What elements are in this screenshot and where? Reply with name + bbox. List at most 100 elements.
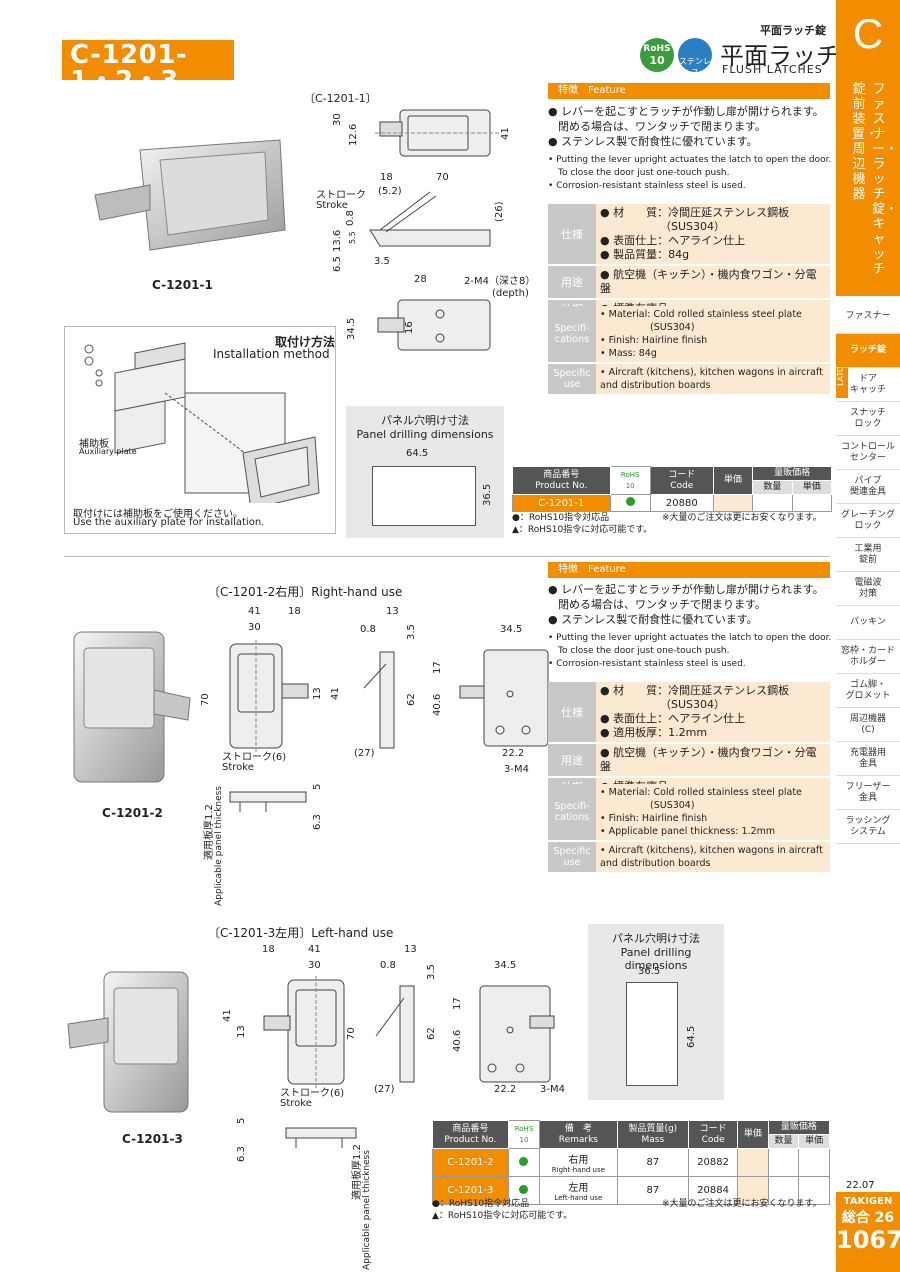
s2-feature-en-2: • Corrosion-resistant stainless steel is… <box>548 659 746 669</box>
sidebar-item[interactable]: パイプ 関連金具 <box>836 470 900 504</box>
s1-feature-jp-2: ● ステンレス製で耐食性に優れています。 <box>548 135 758 148</box>
s3-th-rohs: RoHS 10 <box>507 1120 541 1149</box>
s1-title: 〔C-1201-1〕 <box>304 92 377 105</box>
sidebar-item[interactable]: グレーチング ロック <box>836 504 900 538</box>
s2-use-v: ● 航空機（キッチン）・機内食ワゴン・分電盤 <box>596 743 830 778</box>
s2-spec-en-h: Specifi-cations <box>548 784 596 842</box>
footer-brand: TAKIGEN <box>843 1196 893 1207</box>
rohs-badge: RoHS 10 <box>640 38 674 72</box>
s3-row2-price <box>737 1176 769 1205</box>
s1-th-unit: 単価 <box>791 480 833 495</box>
s3-dim-34-5: 34.5 <box>494 960 517 971</box>
s2-title: 〔C-1201-2右用〕Right-hand use <box>208 585 403 599</box>
s3-dim-40-6: 40.6 <box>452 1029 463 1052</box>
s2-dim-41: 41 <box>248 606 261 617</box>
s3-row1-unit <box>798 1148 830 1177</box>
sidebar-item[interactable]: ラッシング システム <box>836 810 900 844</box>
s2-dim-5: 5 <box>312 783 323 790</box>
s1-feature-jp-1: ● レバーを起こすとラッチが作動し扉が開けられます。閉める場合は、ワンタッチで閉… <box>548 105 824 133</box>
s2-stroke-jp: ストローク(6) <box>222 752 287 763</box>
s3-row1-qty <box>767 1148 800 1177</box>
s1-technical-drawing <box>369 109 500 351</box>
s1-drill-title-en: Panel drilling dimensions <box>356 428 494 441</box>
s1-note-bulk: ※大量のご注文は更にお安くなります。 <box>662 513 822 523</box>
s3-drilling-box: パネル穴明け寸法 Panel drilling dimensions 36.5 … <box>588 924 724 1100</box>
sidebar-item[interactable]: 充電器用 金具 <box>836 742 900 776</box>
rohs-dot-icon <box>519 1184 529 1194</box>
s1-th-qty: 数量 <box>752 480 793 495</box>
s3-row1-price <box>737 1148 769 1177</box>
s3-technical-drawing <box>263 976 555 1088</box>
sidebar-item[interactable]: 電磁波 対策 <box>836 572 900 606</box>
s3-row2-qty <box>767 1176 800 1205</box>
sidebar-item[interactable]: パッキン <box>836 606 900 640</box>
s1-product-table: 商品番号 Product No. RoHS 10 コード Code 単価 量販価… <box>512 466 833 512</box>
s2-spec-h: 仕様 <box>548 682 596 744</box>
sidebar-col-1: ファスナー・ラッチ錠・キャッチ <box>872 82 899 277</box>
sidebar-item[interactable]: 工業用 錠前 <box>836 538 900 572</box>
s2-dim-3-5: 3.5 <box>406 624 417 640</box>
s3-row2-product: C-1201-3 <box>432 1176 509 1205</box>
s2-dim-30: 30 <box>248 622 261 633</box>
sidebar-item[interactable]: ファスナー <box>836 300 900 334</box>
s1-row-code: 20880 <box>649 494 714 512</box>
s1-m4: 2-M4（深さ8） <box>464 276 536 287</box>
sidebar-item[interactable]: 周辺機器 (C) <box>836 708 900 742</box>
s2-use-h: 用途 <box>548 743 596 778</box>
product-photo-c1201-3 <box>67 971 189 1113</box>
s1-spec-v: ● 材 質：冷間圧延ステンレス鋼板 （SUS304） ● 表面仕上：ヘアライン仕… <box>596 204 830 266</box>
s2-technical-drawing <box>229 640 549 812</box>
s3-drill-title-en: Panel drilling dimensions <box>620 946 692 972</box>
sidebar-item[interactable]: フリーザー 金具 <box>836 776 900 810</box>
sidebar-item[interactable]: ゴム脚・ グロメット <box>836 674 900 708</box>
stainless-badge: ステンレス <box>678 38 712 77</box>
sidebar-item[interactable]: 窓枠・カード ホルダー <box>836 640 900 674</box>
sidebar-item[interactable]: ドア キャッチ <box>836 368 900 402</box>
s3-row1-mass: 87 <box>616 1148 690 1177</box>
s1-dim-5-5: 5.5 <box>348 231 357 244</box>
sidebar-item[interactable]: スナッチ ロック <box>836 402 900 436</box>
page-number: 1067 <box>836 1226 900 1254</box>
install-title-en: Installation method <box>213 347 330 361</box>
s1-row-price <box>712 494 754 512</box>
category-small: 平面ラッチ錠 <box>760 24 826 37</box>
s2-spec-v: ● 材 質：冷間圧延ステンレス鋼板 （SUS304） ● 表面仕上：ヘアライン仕… <box>596 682 830 744</box>
s1-dim-26: (26) <box>494 201 505 222</box>
s1-spec-en-v: • Material: Cold rolled stainless steel … <box>596 306 830 364</box>
s2-features-jp: ● レバーを起こすとラッチが作動し扉が開けられます。閉める場合は、ワンタッチで閉… <box>548 582 832 627</box>
s1-dim-13-6: 13.6 <box>332 229 343 252</box>
s3-th-product: 商品番号 Product No. <box>432 1120 509 1149</box>
s1-note-rohs: ●：RoHS10指令対応品 <box>512 513 610 523</box>
sidebar-item[interactable]: コントロール センター <box>836 436 900 470</box>
s3-dim-70: 70 <box>346 1027 357 1040</box>
page-title-en: FLUSH LATCHES <box>722 63 823 76</box>
model-number: C-1201-1・2・3 <box>70 40 188 96</box>
s1-dim-41: 41 <box>500 127 511 140</box>
s3-stroke-jp: ストローク(6) <box>280 1088 345 1099</box>
sidebar-nav: ファスナーラッチ錠ドア キャッチスナッチ ロックコントロール センターパイプ 関… <box>836 300 900 844</box>
s3-dim-22-2: 22.2 <box>494 1084 517 1095</box>
s1-dim-3-5: 3.5 <box>374 256 390 267</box>
s2-dim-27: (27) <box>354 748 375 759</box>
install-note-en: Use the auxiliary plate for installation… <box>73 517 265 528</box>
s3-side-section <box>285 1127 357 1148</box>
s2-features-en: • Putting the lever upright actuates the… <box>548 632 832 671</box>
material-label: ステンレス製 <box>70 94 125 104</box>
s3-dim-18: 18 <box>262 944 275 955</box>
sidebar-item[interactable]: ラッチ錠 <box>836 334 900 368</box>
s1-dim-16: 16 <box>404 321 415 334</box>
s3-dim-1-2: 適用板厚1.2 <box>352 1144 363 1200</box>
s1-drill-w: 64.5 <box>406 448 429 459</box>
s1-stroke-en: Stroke <box>316 200 348 211</box>
installation-box: 取付け方法 Installation method 補助板 Auxiliary … <box>64 326 336 534</box>
s2-feature-bar: 特徴 Feature <box>548 562 830 578</box>
page-title: 平面ラッチ <box>720 42 840 70</box>
s2-feature-jp-2: ● ステンレス製で耐食性に優れています。 <box>548 613 758 626</box>
s3-dim-41: 41 <box>308 944 321 955</box>
s3-dim-13t: 13 <box>404 944 417 955</box>
s2-use-en-h: Specific use <box>548 841 596 874</box>
s3-product-table: 商品番号 Product No. RoHS 10 備 考 Remarks 製品質… <box>432 1120 831 1205</box>
s3-drill-h: 64.5 <box>686 1025 697 1048</box>
s2-dim-0-8: 0.8 <box>360 624 376 635</box>
